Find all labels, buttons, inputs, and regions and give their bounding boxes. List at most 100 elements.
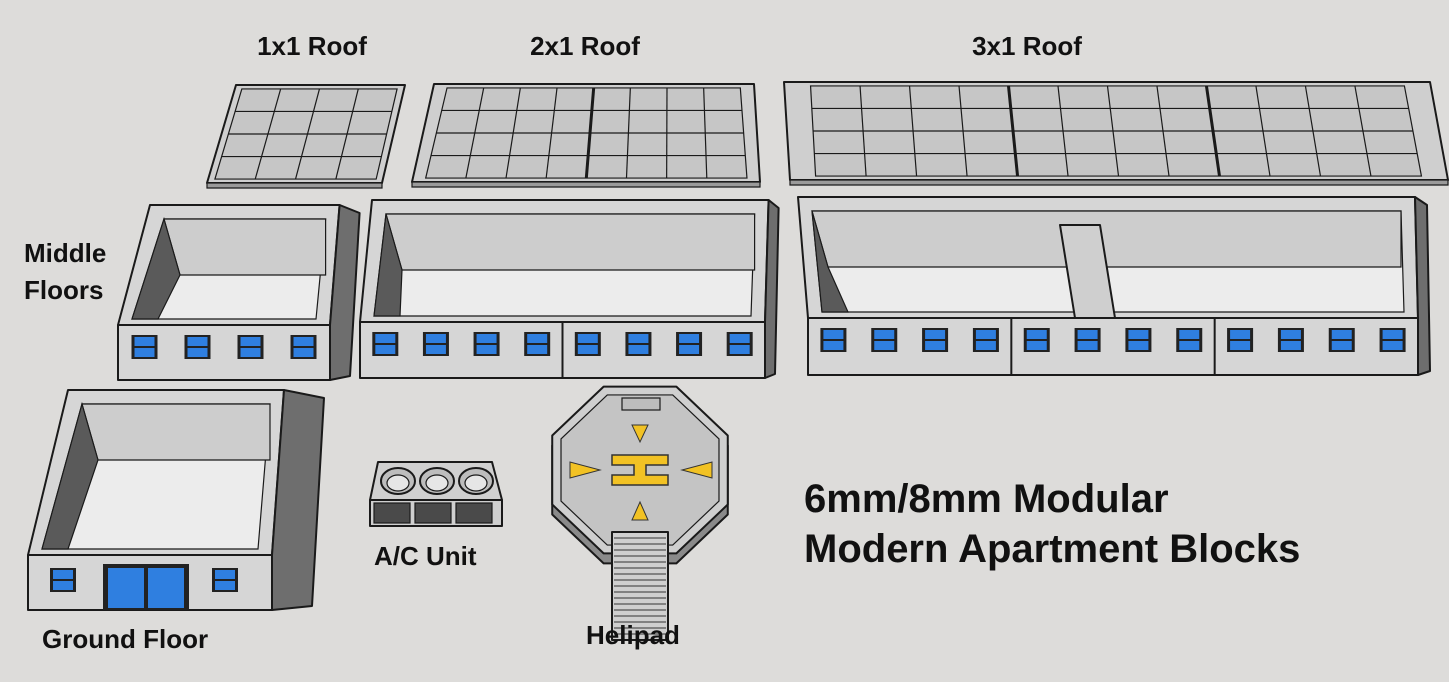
left-inner-wall [131, 216, 181, 320]
ac-vent [455, 502, 493, 524]
window-pane [975, 341, 996, 350]
roof-edge [411, 181, 761, 188]
window-pane [375, 345, 396, 354]
window-pane [1128, 330, 1149, 339]
window-pane [187, 348, 208, 357]
window-pane [1026, 341, 1047, 350]
window-pane [1280, 330, 1301, 339]
label-helipad: Helipad [586, 620, 680, 650]
window-pane [425, 345, 446, 354]
window-pane [53, 581, 73, 590]
window-pane [1331, 341, 1352, 350]
window-pane [1179, 341, 1200, 350]
roof-edge [789, 179, 1449, 186]
window-pane [823, 330, 844, 339]
ac-unit [369, 461, 503, 527]
window-pane [577, 345, 598, 354]
back-wall [811, 210, 1402, 268]
arrow-marker [569, 461, 602, 479]
window-pane [1077, 341, 1098, 350]
partition-wall [1059, 224, 1116, 319]
helipad-h-marking [611, 454, 669, 486]
roof-edge [206, 182, 383, 189]
label-ac-unit: A/C Unit [374, 541, 477, 571]
label-roof-1x1: 1x1 Roof [257, 31, 367, 61]
window-pane [1026, 330, 1047, 339]
label-middle-floors-line1: Middle [24, 238, 106, 268]
front-wall [807, 317, 1419, 376]
fan-opening [425, 474, 449, 492]
window-pane [874, 330, 895, 339]
window-pane [240, 348, 261, 357]
window-pane [1280, 341, 1301, 350]
window-pane [679, 334, 700, 343]
title-line2: Modern Apartment Blocks [804, 527, 1300, 571]
window-pane [1382, 330, 1403, 339]
label-roof-2x1: 2x1 Roof [530, 31, 640, 61]
label-roof-3x1: 3x1 Roof [972, 31, 1082, 61]
middle-floor-3x1 [797, 196, 1431, 376]
fan-opening [464, 474, 488, 492]
door-pane [108, 568, 144, 608]
middle-floor-2x1 [359, 199, 780, 379]
arrow-marker [631, 424, 649, 444]
title-line1: 6mm/8mm Modular [804, 477, 1169, 521]
window-pane [1230, 341, 1251, 350]
ground-floor [27, 389, 325, 611]
window-pane [53, 570, 73, 579]
models [27, 81, 1449, 641]
window-pane [215, 570, 235, 579]
middle-floor-1x1 [117, 204, 361, 381]
window-pane [874, 341, 895, 350]
helipad [551, 385, 729, 641]
window-pane [187, 337, 208, 346]
back-wall [163, 218, 327, 276]
label-ground-floor: Ground Floor [42, 624, 208, 654]
door-pane [148, 568, 184, 608]
roof-2x1 [411, 83, 761, 188]
left-inner-wall [41, 401, 99, 550]
window-pane [925, 341, 946, 350]
helipad-railing [621, 397, 661, 411]
window-pane [293, 348, 314, 357]
ac-vent [414, 502, 452, 524]
window-pane [1128, 341, 1149, 350]
window-pane [240, 337, 261, 346]
left-inner-wall [811, 210, 849, 313]
window-pane [1230, 330, 1251, 339]
back-wall [81, 403, 271, 461]
roof-3x1 [783, 81, 1449, 186]
window-pane [628, 334, 649, 343]
window-pane [1331, 330, 1352, 339]
arrow-marker [631, 500, 649, 521]
window-pane [476, 345, 497, 354]
window-pane [1077, 330, 1098, 339]
ac-vent [373, 502, 411, 524]
back-wall [385, 213, 756, 271]
left-inner-wall [373, 213, 403, 317]
window-pane [134, 337, 155, 346]
window-pane [215, 581, 235, 590]
window-pane [577, 334, 598, 343]
window-pane [293, 337, 314, 346]
window-pane [925, 330, 946, 339]
window-pane [729, 334, 750, 343]
window-pane [425, 334, 446, 343]
window-pane [527, 345, 548, 354]
label-middle-floors-line2: Floors [24, 275, 103, 305]
arrow-marker [680, 461, 713, 479]
window-pane [823, 341, 844, 350]
roof-1x1 [206, 84, 406, 189]
window-pane [375, 334, 396, 343]
window-pane [134, 348, 155, 357]
fan-opening [386, 474, 410, 492]
window-pane [679, 345, 700, 354]
window-pane [628, 345, 649, 354]
window-pane [1382, 341, 1403, 350]
window-pane [527, 334, 548, 343]
window-pane [476, 334, 497, 343]
window-pane [975, 330, 996, 339]
window-pane [729, 345, 750, 354]
